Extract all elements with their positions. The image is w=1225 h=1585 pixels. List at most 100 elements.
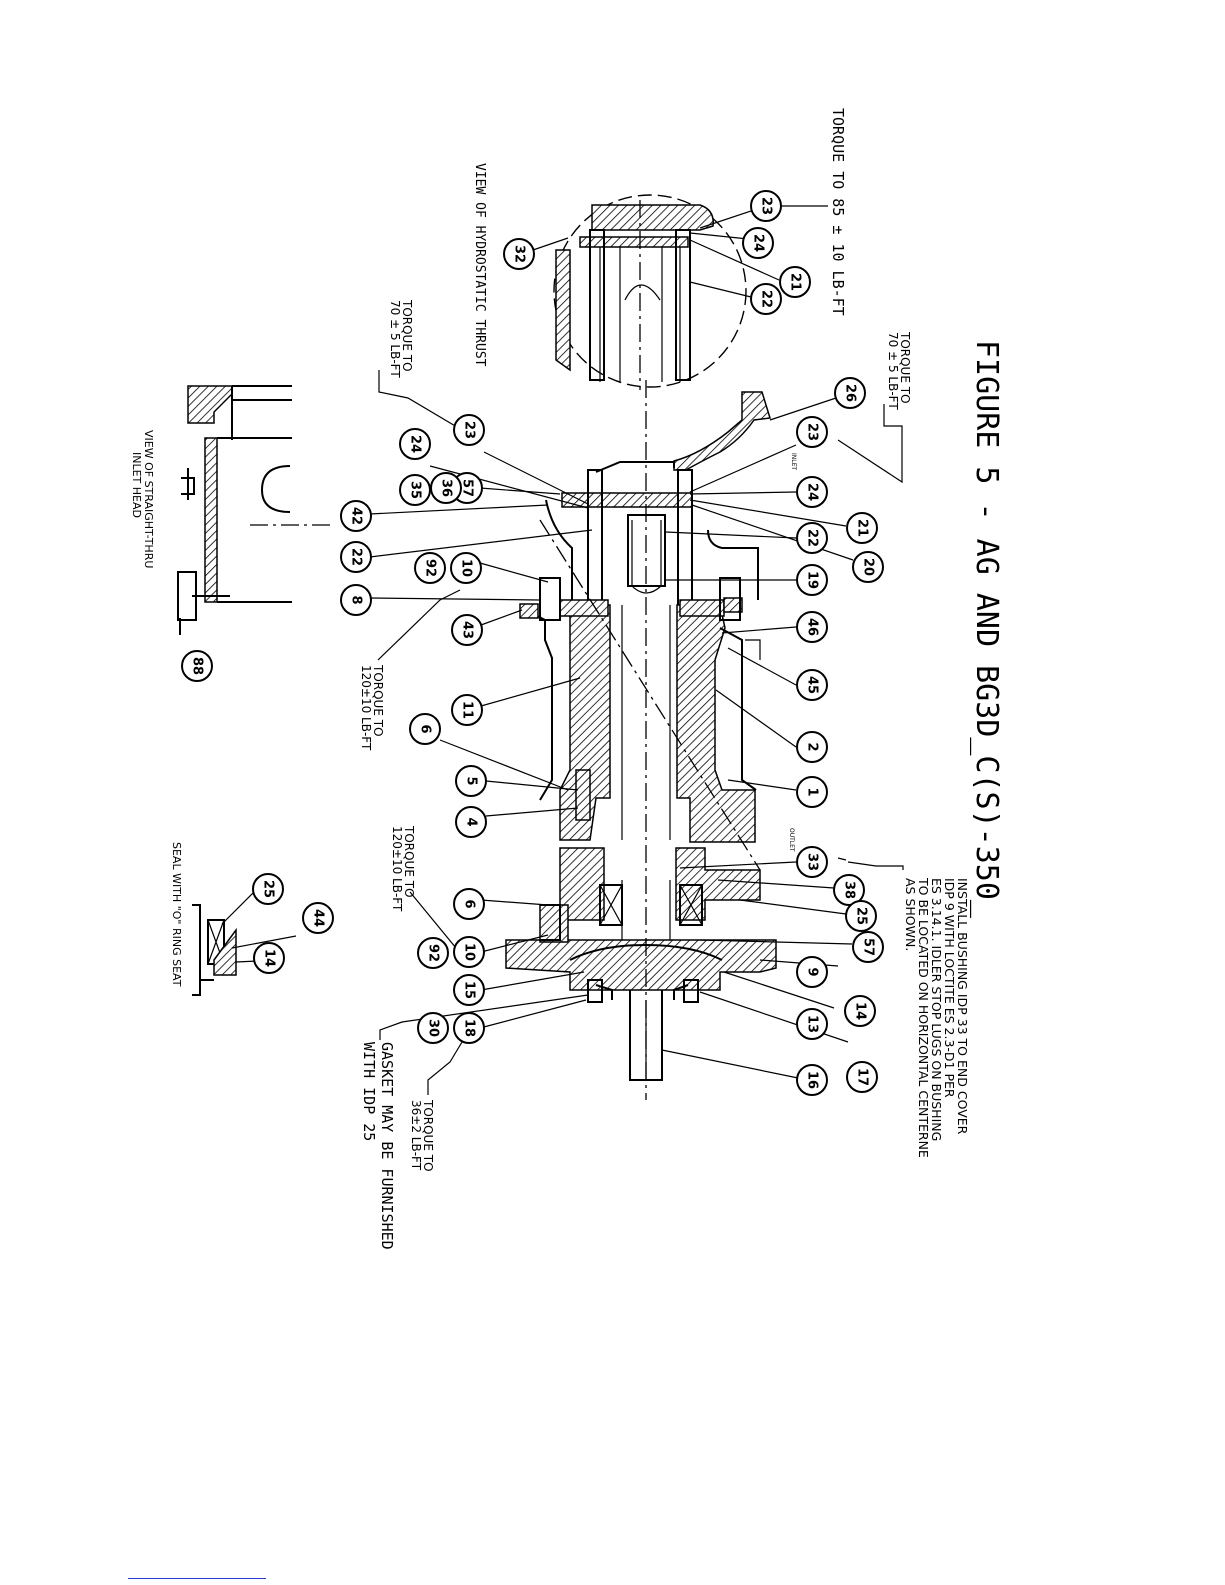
svg-text:11: 11 xyxy=(460,701,475,719)
balloon-45: 45 xyxy=(796,669,828,701)
svg-text:22: 22 xyxy=(805,529,820,547)
svg-text:45: 45 xyxy=(805,676,820,694)
balloon-2: 2 xyxy=(796,731,828,763)
torque-70-top: TORQUE TO 70 ± 5 LB-FT xyxy=(837,331,912,484)
install-note-line-1: INSTALL BUSHING IDP 33 TO END COVER xyxy=(955,878,970,1135)
inlet-head-view: VIEW OF STRAIGHT-THRU INLET HEAD xyxy=(130,385,330,635)
torque-70-left-line-2: 70 ± 5 LB-FT xyxy=(388,300,402,378)
svg-text:23: 23 xyxy=(759,197,774,215)
torque-120-b-line-2: 120±10 LB-FT xyxy=(390,826,404,912)
detail-thrust-view xyxy=(553,194,747,390)
svg-text:57: 57 xyxy=(861,938,876,956)
svg-text:43: 43 xyxy=(460,621,475,639)
balloon-22a: 22 xyxy=(750,283,782,315)
install-note-arrow xyxy=(837,857,847,861)
gasket-note-line-1: GASKET MAY BE FURNISHED xyxy=(378,1042,396,1250)
svg-text:35: 35 xyxy=(408,481,423,499)
svg-text:16: 16 xyxy=(805,1071,820,1089)
svg-text:1: 1 xyxy=(805,787,820,796)
install-note-line-5: AS SHOWN. xyxy=(903,878,918,951)
balloon-8: 8 xyxy=(340,584,372,616)
svg-text:10: 10 xyxy=(462,943,477,961)
balloon-25b: 25 xyxy=(252,873,284,905)
balloon-38: 38 xyxy=(833,874,865,906)
svg-text:4: 4 xyxy=(464,817,479,826)
torque-120-a-line-2: 120±10 LB-FT xyxy=(359,665,373,751)
balloon-46: 46 xyxy=(796,611,828,643)
balloon-33: 33 xyxy=(796,846,828,878)
svg-text:14: 14 xyxy=(853,1002,868,1020)
balloon-42: 42 xyxy=(340,500,372,532)
svg-text:18: 18 xyxy=(462,1019,477,1037)
torque-70-left-line-1: TORQUE TO xyxy=(400,299,414,372)
svg-text:6: 6 xyxy=(418,724,433,733)
footer-link-underline[interactable] xyxy=(128,1578,266,1579)
svg-text:88: 88 xyxy=(190,657,205,675)
figure-title: FIGURE 5 - AG AND BG3D_C(S)-350_ xyxy=(969,340,1004,919)
balloon-36: 36 xyxy=(430,472,462,504)
svg-text:42: 42 xyxy=(349,507,364,525)
balloon-1: 1 xyxy=(796,776,828,808)
balloon-20: 20 xyxy=(852,551,884,583)
svg-text:17: 17 xyxy=(855,1068,870,1086)
torque-120-b-line-1: TORQUE TO xyxy=(402,825,416,898)
svg-text:6: 6 xyxy=(462,899,477,908)
balloon-14b: 14 xyxy=(253,942,285,974)
svg-text:24: 24 xyxy=(408,435,423,453)
svg-text:92: 92 xyxy=(423,559,438,577)
install-note-line-4: TO BE LOCATED ON HORIZONTAL CENTERNE xyxy=(916,877,931,1158)
balloon-10a: 10 xyxy=(450,552,482,584)
install-note-leader xyxy=(847,861,904,870)
balloon-13: 13 xyxy=(796,1008,828,1040)
svg-text:26: 26 xyxy=(843,384,858,402)
svg-text:23: 23 xyxy=(462,421,477,439)
svg-text:15: 15 xyxy=(462,981,477,999)
gasket-note-line-2: WITH IDP 25 xyxy=(360,1042,378,1141)
install-note: INSTALL BUSHING IDP 33 TO END COVER IDP … xyxy=(903,877,970,1158)
svg-text:19: 19 xyxy=(805,571,820,589)
view-hydrostatic-thrust-label: VIEW OF HYDROSTATIC THRUST xyxy=(472,163,487,367)
inlet-view-line-1: VIEW OF STRAIGHT-THRU xyxy=(142,430,155,568)
balloon-92a: 92 xyxy=(414,552,446,584)
inlet-view-line-2: INLET HEAD xyxy=(130,452,143,518)
torque-70-top-line-2: 70 ± 5 LB-FT xyxy=(886,332,900,410)
torque-70-top-line-1: TORQUE TO xyxy=(898,331,912,404)
balloon-17: 17 xyxy=(846,1061,878,1093)
balloon-4: 4 xyxy=(455,806,487,838)
svg-text:33: 33 xyxy=(805,853,820,871)
torque-36-line-1: TORQUE TO xyxy=(421,1099,435,1172)
balloon-43: 43 xyxy=(451,614,483,646)
torque-70-left: TORQUE TO 70 ± 5 LB-FT xyxy=(378,299,463,431)
torque-120-a-line-1: TORQUE TO xyxy=(371,664,385,737)
balloon-14a: 14 xyxy=(844,995,876,1027)
seal-detail: SEAL WITH "O" RING SEAT xyxy=(170,842,237,996)
balloon-24c: 24 xyxy=(399,428,431,460)
svg-text:22: 22 xyxy=(349,548,364,566)
inlet-tag: INLET xyxy=(790,453,797,470)
balloon-23a: 23 xyxy=(750,190,782,222)
svg-text:9: 9 xyxy=(805,967,820,976)
torque-120-a: TORQUE TO 120±10 LB-FT xyxy=(359,589,461,751)
balloon-24a: 24 xyxy=(742,227,774,259)
balloon-57a: 57 xyxy=(852,931,884,963)
svg-text:36: 36 xyxy=(439,479,454,497)
svg-text:57: 57 xyxy=(460,479,475,497)
balloon-18: 18 xyxy=(453,1012,485,1044)
main-assembly xyxy=(505,380,777,1100)
balloon-44: 44 xyxy=(302,902,334,934)
torque-85-label: TORQUE TO 85 ± 10 LB-FT xyxy=(829,108,847,316)
balloon-11: 11 xyxy=(451,694,483,726)
balloon-19: 19 xyxy=(796,564,828,596)
seal-note: SEAL WITH "O" RING SEAT xyxy=(170,842,183,987)
svg-text:92: 92 xyxy=(426,944,441,962)
svg-text:5: 5 xyxy=(464,776,479,785)
svg-text:25: 25 xyxy=(261,880,276,898)
svg-text:22: 22 xyxy=(759,290,774,308)
torque-36-line-2: 36±2 LB-FT xyxy=(409,1100,423,1171)
svg-text:24: 24 xyxy=(751,234,766,252)
torque-36: TORQUE TO 36±2 LB-FT xyxy=(409,1041,463,1172)
svg-text:20: 20 xyxy=(861,558,876,576)
balloon-23c: 23 xyxy=(453,414,485,446)
balloon-88: 88 xyxy=(181,650,213,682)
